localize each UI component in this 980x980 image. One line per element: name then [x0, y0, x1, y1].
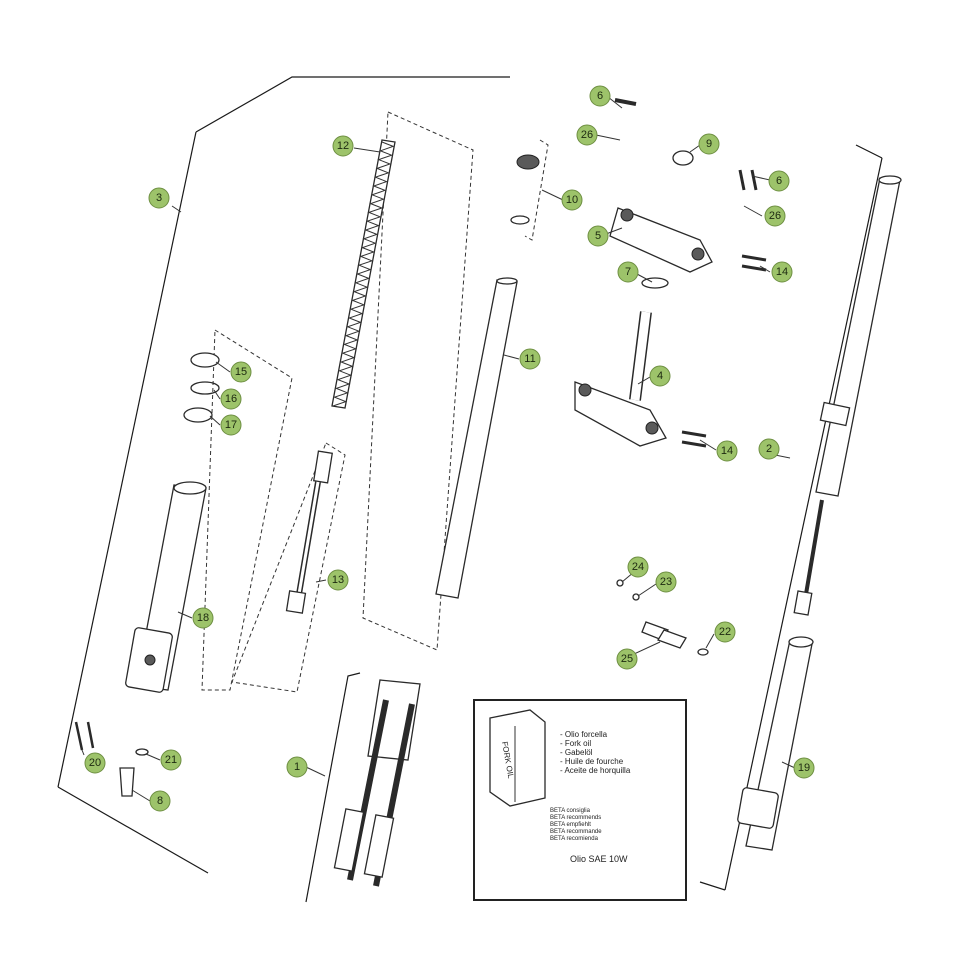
callout-10: 10 [561, 189, 583, 211]
callout-14b: 14 [716, 440, 738, 462]
recommend-5: BETA recomienda [550, 836, 599, 842]
svg-text:14: 14 [776, 266, 788, 278]
callout-26b: 26 [764, 205, 786, 227]
fork-spring [331, 139, 396, 409]
callout-9: 9 [698, 133, 720, 155]
svg-text:25: 25 [621, 653, 633, 665]
callout-26a: 26 [576, 124, 598, 146]
svg-text:4: 4 [657, 370, 663, 382]
callout-3: 3 [148, 187, 170, 209]
svg-text:10: 10 [566, 194, 578, 206]
fork-cap [510, 154, 540, 225]
svg-text:11: 11 [524, 353, 535, 365]
callout-17: 17 [220, 414, 242, 436]
svg-text:19: 19 [798, 762, 810, 774]
small-parts-right [616, 579, 709, 656]
seal-group-outline [201, 329, 293, 691]
svg-text:20: 20 [89, 757, 101, 769]
leader-lines [81, 96, 796, 802]
oil-line-4: - Huile de fourche [560, 757, 624, 766]
clamp-bolts [614, 98, 767, 448]
svg-text:6: 6 [597, 90, 603, 102]
oil-grade: Olio SAE 10W [570, 854, 628, 864]
callout-12: 12 [332, 135, 354, 157]
svg-text:26: 26 [581, 129, 593, 141]
svg-text:21: 21 [165, 754, 177, 766]
callout-6b: 6 [768, 170, 790, 192]
callout-20: 20 [84, 752, 106, 774]
recommend-2: BETA recommends [550, 815, 601, 821]
oil-recommendation-box: FORK OIL - Olio forcella - Fork oil - Ga… [473, 699, 687, 901]
svg-text:22: 22 [719, 626, 731, 638]
callout-25: 25 [616, 648, 638, 670]
small-screws-left [74, 721, 149, 797]
left-leg-frame [57, 76, 510, 874]
oil-line-5: - Aceite de horquilla [560, 766, 631, 775]
svg-text:7: 7 [625, 266, 631, 278]
callout-11: 11 [519, 348, 541, 370]
svg-text:18: 18 [197, 612, 209, 624]
left-outer-tube [125, 481, 207, 693]
right-fork-leg [793, 175, 902, 616]
callout-13: 13 [327, 569, 349, 591]
callout-2: 2 [758, 438, 780, 460]
callout-15: 15 [230, 361, 252, 383]
cartridge-group-outline [231, 442, 346, 693]
svg-text:2: 2 [766, 443, 772, 455]
callout-8: 8 [149, 790, 171, 812]
svg-text:26: 26 [769, 210, 781, 222]
svg-text:8: 8 [157, 795, 163, 807]
svg-text:24: 24 [632, 561, 644, 573]
svg-text:9: 9 [706, 138, 712, 150]
svg-text:6: 6 [776, 175, 782, 187]
right-outer-tube [737, 636, 814, 851]
steering-stem-lower-clamp [574, 311, 667, 447]
oil-line-2: - Fork oil [560, 739, 591, 748]
callout-23: 23 [655, 571, 677, 593]
svg-text:1: 1 [294, 761, 300, 773]
callout-5: 5 [587, 225, 609, 247]
oil-line-3: - Gabelöl [560, 748, 593, 757]
callout-24: 24 [627, 556, 649, 578]
recommend-3: BETA empfiehlt [550, 822, 591, 828]
svg-text:5: 5 [595, 230, 601, 242]
recommend-1: BETA consiglia [550, 808, 591, 814]
spring-group-outline [362, 111, 474, 651]
damper-cartridge [285, 450, 334, 614]
svg-text:23: 23 [660, 576, 672, 588]
callout-22: 22 [714, 621, 736, 643]
callout-18: 18 [192, 607, 214, 629]
recommend-4: BETA recommande [550, 829, 602, 835]
callout-7: 7 [617, 261, 639, 283]
callout-14a: 14 [771, 261, 793, 283]
svg-text:17: 17 [225, 419, 237, 431]
callout-1: 1 [286, 756, 308, 778]
oil-line-1: - Olio forcella [560, 730, 608, 739]
callout-19: 19 [793, 757, 815, 779]
svg-text:16: 16 [225, 393, 237, 405]
cap-group-outline [524, 139, 549, 241]
oil-can-icon: FORK OIL [489, 709, 546, 807]
complete-fork-frame [305, 672, 361, 903]
complete-fork-assembly [333, 679, 421, 887]
svg-text:3: 3 [156, 192, 162, 204]
seal-kit [183, 352, 220, 423]
callout-4: 4 [649, 365, 671, 387]
svg-text:14: 14 [721, 445, 733, 457]
fork-tube [435, 277, 518, 599]
svg-text:13: 13 [332, 574, 344, 586]
callout-21: 21 [160, 749, 182, 771]
callout-16: 16 [220, 388, 242, 410]
svg-text:15: 15 [235, 366, 247, 378]
right-leg-frame [699, 144, 883, 891]
callout-6a: 6 [589, 85, 611, 107]
svg-text:12: 12 [337, 140, 349, 152]
